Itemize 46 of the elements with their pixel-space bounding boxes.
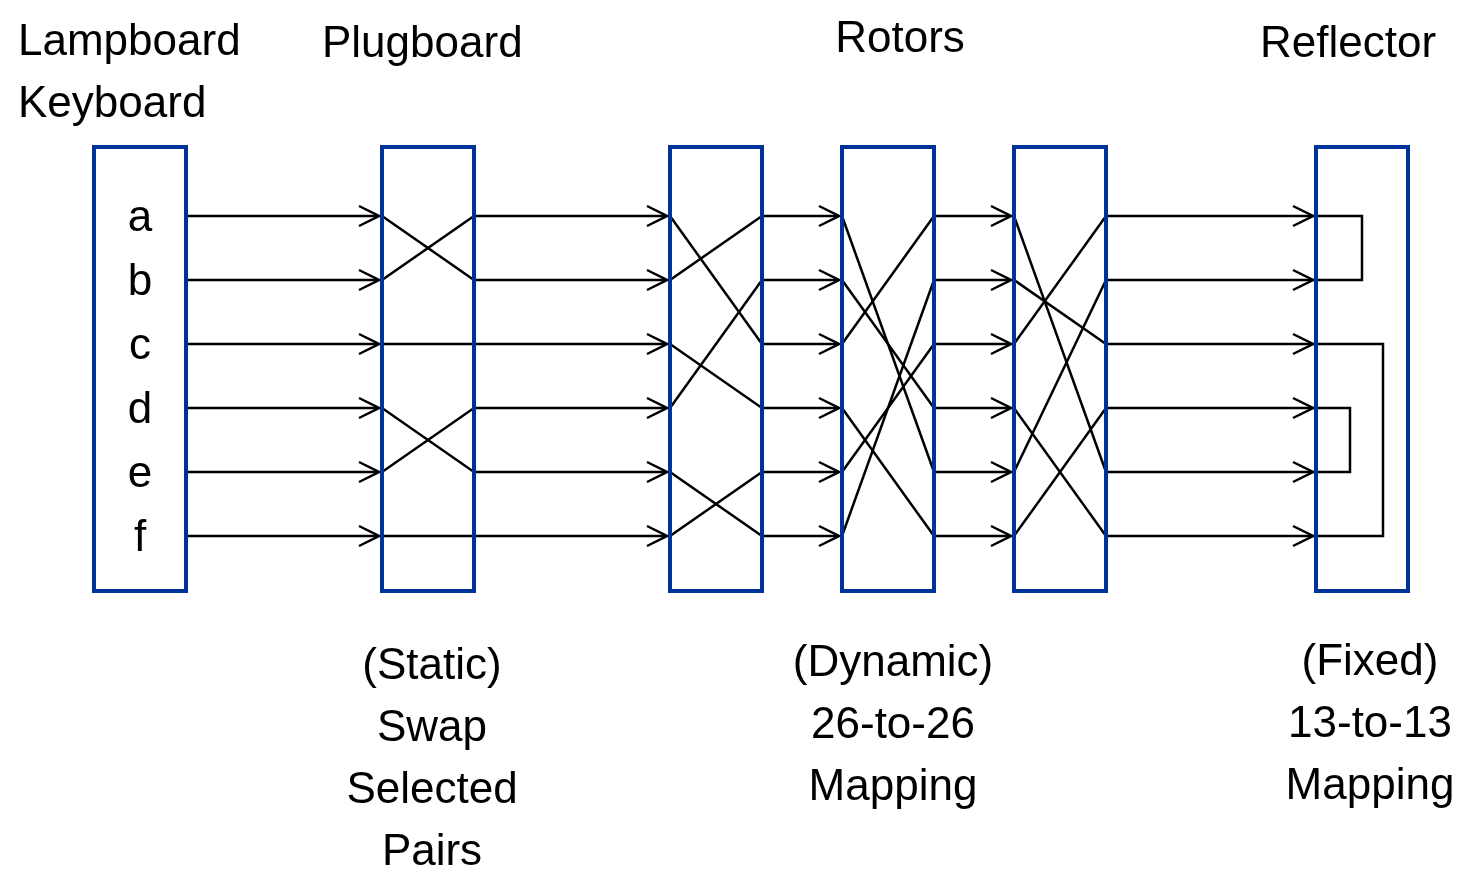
arrow — [764, 460, 841, 484]
arrow — [476, 268, 669, 292]
heading-label: Reflector — [1260, 16, 1438, 68]
arrow — [1108, 332, 1315, 356]
arrow — [476, 460, 669, 484]
key-letter: a — [126, 191, 154, 241]
arrow — [936, 396, 1013, 420]
arrow — [764, 204, 841, 228]
arrow — [1108, 396, 1315, 420]
heading-label: Rotors — [834, 11, 966, 63]
arrow — [764, 268, 841, 292]
key-letter: e — [126, 447, 154, 497]
heading-label: Plugboard — [322, 16, 524, 68]
arrow — [1108, 204, 1315, 228]
arrow — [188, 268, 381, 292]
arrow — [1108, 460, 1315, 484]
arrow — [936, 332, 1013, 356]
key-letter: f — [132, 511, 148, 561]
arrow — [188, 332, 381, 356]
arrow — [1108, 268, 1315, 292]
description-text: (Fixed) 13-to-13 Mapping — [1284, 634, 1456, 810]
arrow — [476, 396, 669, 420]
component-box — [840, 145, 936, 593]
arrow — [476, 204, 669, 228]
arrow — [764, 396, 841, 420]
component-box — [1012, 145, 1108, 593]
arrow — [936, 524, 1013, 548]
arrow — [936, 460, 1013, 484]
arrow — [936, 204, 1013, 228]
key-letter: d — [126, 383, 154, 433]
key-letter: c — [128, 319, 152, 369]
description-text: (Dynamic) 26-to-26 Mapping — [791, 635, 995, 811]
arrow — [936, 268, 1013, 292]
arrow — [764, 332, 841, 356]
component-box — [668, 145, 764, 593]
arrow — [764, 524, 841, 548]
heading-label: Lampboard Keyboard — [18, 14, 242, 128]
arrow — [188, 460, 381, 484]
key-letter: b — [126, 255, 154, 305]
arrow — [476, 332, 669, 356]
arrow — [476, 524, 669, 548]
arrow — [188, 204, 381, 228]
description-text: (Static) Swap Selected Pairs — [345, 638, 519, 872]
arrow — [188, 524, 381, 548]
arrow — [188, 396, 381, 420]
arrow — [1108, 524, 1315, 548]
